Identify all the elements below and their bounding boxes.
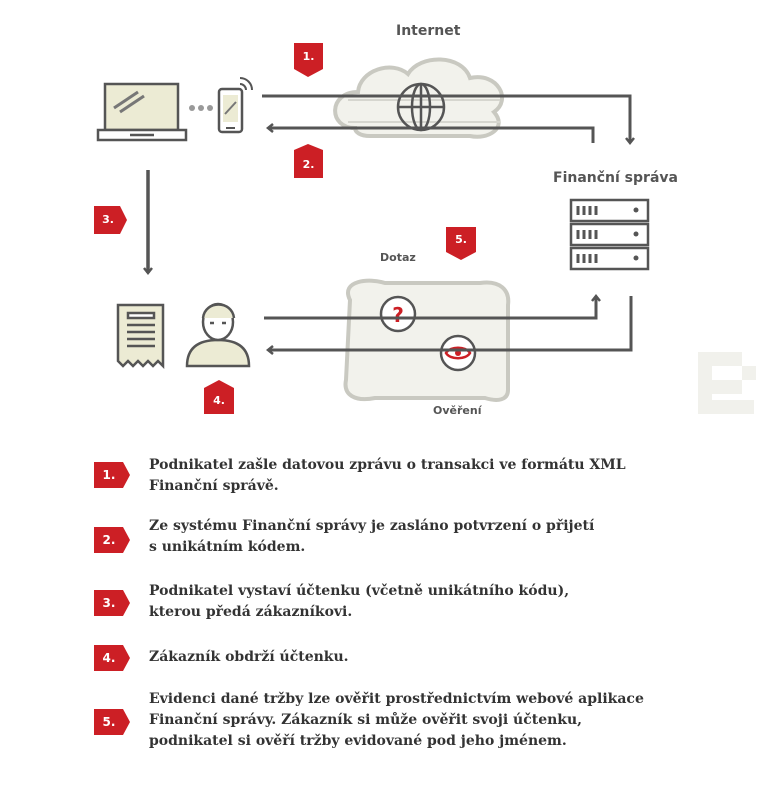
- eet-flow-diagram: ? Internet Finanční správa Dotaz Ověření: [94, 23, 756, 417]
- badge-5: [446, 227, 476, 260]
- flow-5-query-line: [264, 293, 601, 320]
- internet-cloud: [333, 57, 505, 139]
- badge-3-label: 3.: [102, 213, 114, 226]
- badge-2: [294, 144, 323, 178]
- flow-5-verify-line: [265, 296, 633, 355]
- financni-sprava-label: Finanční správa: [553, 170, 678, 186]
- brand-watermark-icon: [698, 352, 756, 414]
- step-badge-2: [94, 527, 130, 553]
- laptop-icon: [96, 82, 188, 142]
- flow-2-line: [265, 123, 595, 143]
- badge-1: [294, 43, 323, 77]
- step-number: 3.: [102, 596, 116, 610]
- step-text: Zákazník obdrží účtenku.: [149, 649, 349, 665]
- question-icon: ?: [379, 295, 417, 333]
- badge-2-label: 2.: [302, 158, 315, 171]
- step-number: 2.: [102, 533, 116, 547]
- badge-4-label: 4.: [213, 394, 225, 407]
- dotaz-label: Dotaz: [380, 251, 416, 264]
- step-text: Podnikatel zašle datovou zprávu o transa…: [149, 457, 626, 494]
- diagram-canvas: ?: [94, 43, 756, 414]
- smartphone-icon: [217, 77, 253, 134]
- step-badge-3: [94, 590, 130, 616]
- connection-dots: [189, 105, 213, 111]
- server-icon: [569, 198, 650, 271]
- step-text: Podnikatel vystaví účtenku (včetně uniká…: [149, 583, 570, 620]
- globe-icon: [396, 82, 446, 132]
- step-number: 5.: [102, 715, 116, 729]
- question-mark: ?: [392, 303, 404, 327]
- step-text: Ze systému Finanční správy je zasláno po…: [149, 518, 595, 555]
- receipt-icon: [116, 303, 165, 370]
- badge-5-label: 5.: [455, 233, 467, 246]
- step-badge-4: [94, 645, 130, 671]
- overeni-label: Ověření: [433, 404, 482, 417]
- step-number: 4.: [102, 651, 116, 665]
- badge-3: [94, 206, 127, 234]
- step-badge-5: [94, 709, 130, 735]
- badge-4: [204, 380, 234, 414]
- internet-label: Internet: [396, 23, 461, 39]
- step-text: Evidenci dané tržby lze ověřit prostředn…: [149, 691, 644, 749]
- badge-1-label: 1.: [302, 50, 315, 63]
- person-icon: [185, 302, 251, 368]
- verification-cloud: [343, 278, 511, 402]
- step-number: 1.: [102, 468, 116, 482]
- step-badge-1: [94, 462, 130, 488]
- eye-icon: [439, 334, 477, 372]
- flow-1-line: [262, 94, 635, 146]
